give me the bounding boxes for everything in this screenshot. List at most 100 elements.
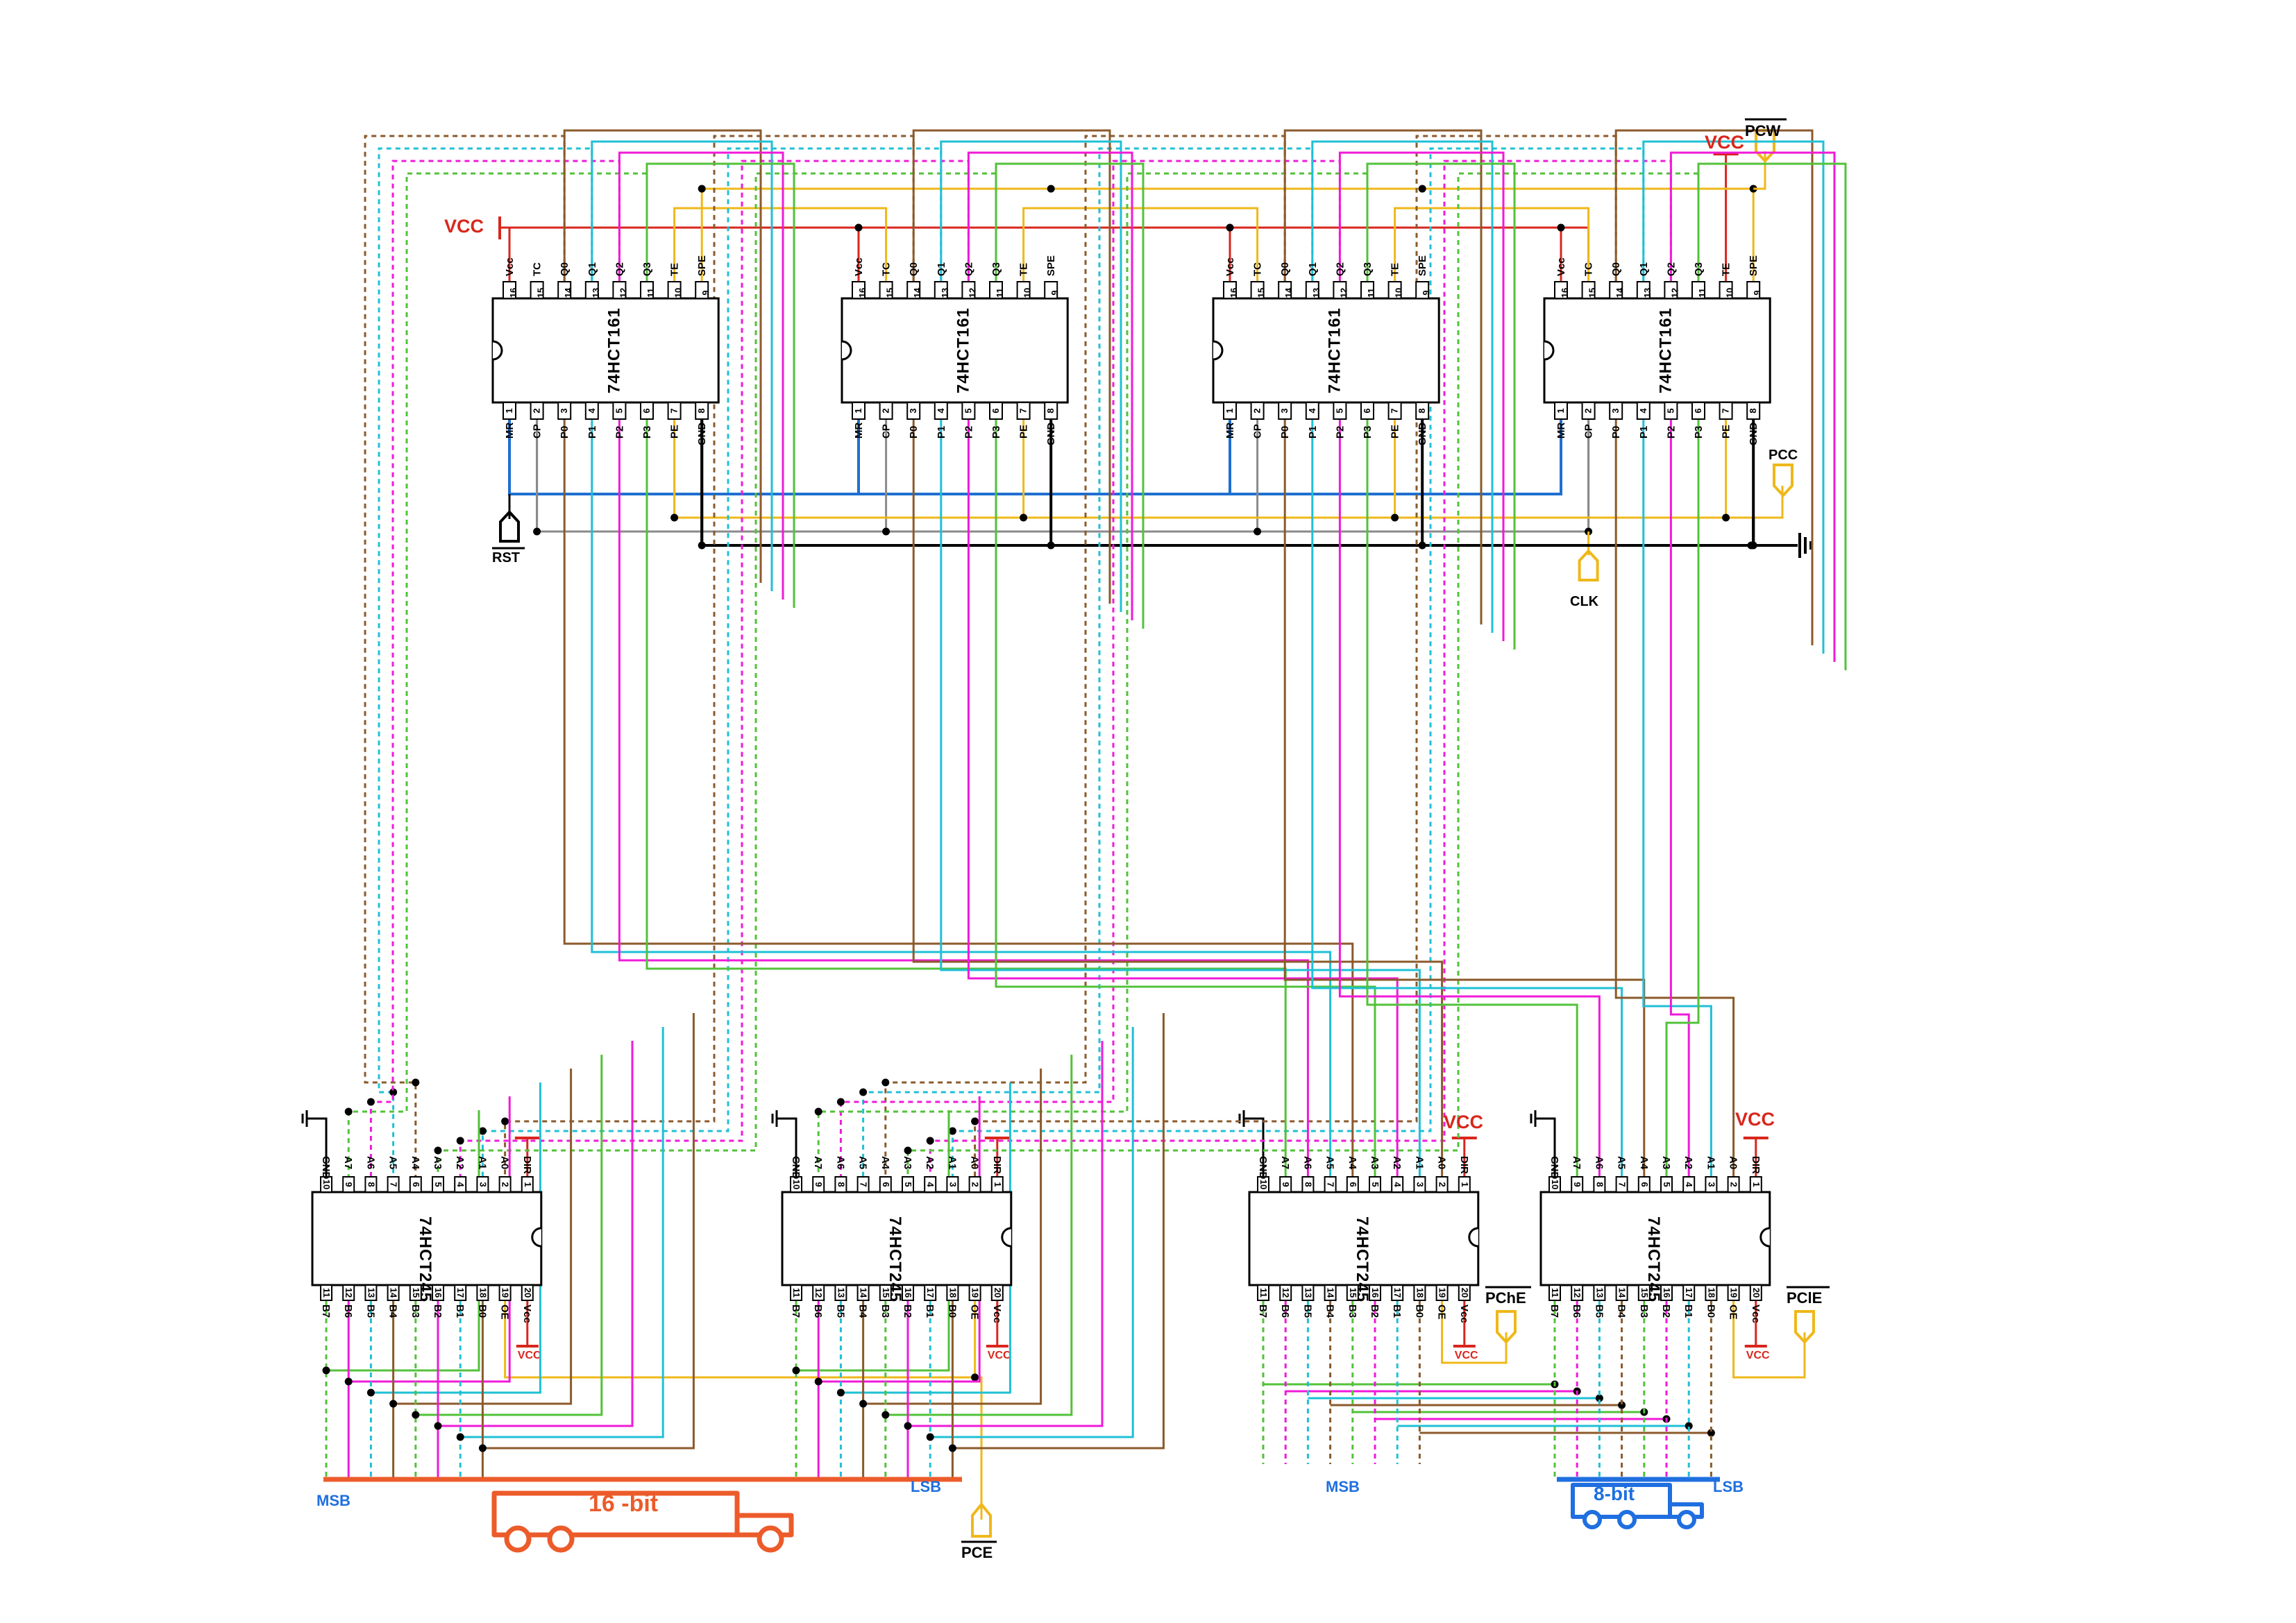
pin-label-b1: B1 (924, 1305, 936, 1318)
pin-4 (1305, 402, 1319, 420)
pin-label-te: TE (1390, 263, 1401, 276)
pin-label-b3: B3 (1638, 1305, 1650, 1318)
pin-15 (1346, 1284, 1359, 1301)
pin-14 (1324, 1284, 1337, 1301)
pin-label-gnd: GND (790, 1156, 802, 1180)
pin-label-vcc: Vcc (1224, 257, 1236, 276)
pin-number: 8 (366, 1182, 376, 1187)
pin-13 (1636, 281, 1651, 299)
pin-13 (1301, 1284, 1315, 1301)
pin-1 (1749, 1176, 1762, 1193)
junction-dot (412, 1411, 420, 1419)
pin-18 (1705, 1284, 1718, 1301)
pin-number: 12 (967, 288, 977, 298)
pin-16 (1369, 1284, 1381, 1301)
pin-label-b4: B4 (1324, 1305, 1336, 1318)
pin-label-b4: B4 (1616, 1305, 1628, 1318)
pin-number: 4 (1638, 408, 1648, 414)
bus8-label: 8-bit (1594, 1483, 1635, 1504)
msb-label-16bit: MSB (316, 1492, 351, 1509)
buffer-notch (1468, 1227, 1478, 1248)
pin-label-a0: A0 (1728, 1156, 1739, 1169)
junction-dot (1047, 185, 1055, 193)
pin-16 (1660, 1284, 1673, 1301)
pin-number: 6 (411, 1182, 421, 1187)
pin-3 (946, 1176, 959, 1193)
pin-number: 15 (1256, 288, 1267, 298)
pin-number: 6 (1362, 408, 1372, 413)
pin-label-vcc: Vcc (1555, 257, 1567, 276)
pin-12 (612, 281, 627, 299)
pin-number: 2 (532, 408, 542, 413)
pin-16 (852, 281, 866, 299)
pin-2 (1435, 1176, 1449, 1193)
pin-2 (968, 1176, 981, 1193)
q-solid-trace (591, 140, 773, 591)
pin-4 (1391, 1176, 1404, 1193)
reset-rail (508, 419, 1562, 495)
pin-number: 8 (1594, 1182, 1605, 1187)
pin-1 (1458, 1176, 1471, 1193)
pin-number: 19 (500, 1288, 511, 1298)
pin-label-b3: B3 (410, 1305, 421, 1318)
pche-connector (1496, 1310, 1517, 1344)
pin-number: 14 (859, 1288, 869, 1298)
pin-number: 7 (1326, 1182, 1336, 1187)
junction-dot (854, 223, 863, 232)
pin-label-a2: A2 (1391, 1156, 1403, 1169)
pin-label-a6: A6 (364, 1156, 376, 1169)
pin-number: 3 (1610, 408, 1621, 413)
junction-dot (792, 1366, 800, 1375)
pin-14 (1615, 1284, 1628, 1301)
bus8-wheel (1617, 1510, 1637, 1529)
q-solid-trace (1669, 151, 1836, 662)
pin-label-b3: B3 (1347, 1305, 1358, 1318)
pin-number: 8 (1303, 1182, 1313, 1187)
pin-number: 11 (645, 288, 656, 298)
bus16-truck (491, 1490, 794, 1538)
pin-7 (387, 1176, 400, 1193)
pin-number: 11 (995, 288, 1005, 298)
pin-label-b6: B6 (1571, 1305, 1582, 1318)
pin-number: 12 (618, 288, 628, 298)
pin-2 (530, 402, 544, 420)
pin-label-p1: P1 (936, 426, 947, 439)
q-solid-trace (1697, 162, 1847, 670)
pche-wire (1441, 1300, 1508, 1364)
pin-number: 1 (1555, 408, 1566, 413)
pin-12 (961, 281, 976, 299)
pin-number: 10 (1394, 288, 1404, 298)
pin-number: 14 (389, 1288, 399, 1298)
pin-1 (1223, 402, 1237, 420)
counter-body (1543, 297, 1771, 404)
p-input-trace (618, 419, 1309, 1177)
buffer-gnd (307, 1117, 328, 1177)
pin-number: 6 (1693, 408, 1703, 413)
pin-6 (1637, 1176, 1651, 1193)
junction-dot (533, 527, 541, 536)
b-feedback (371, 1082, 541, 1394)
pin-label-b1: B1 (1682, 1305, 1694, 1318)
buffer-body (1539, 1191, 1771, 1286)
pin-4 (454, 1176, 467, 1193)
pin-label-a5: A5 (387, 1156, 399, 1169)
pin-label-oe: OE (1436, 1305, 1448, 1320)
pin-3 (1705, 1176, 1718, 1193)
pin-number: 3 (1279, 408, 1290, 413)
pin-number: 10 (321, 1180, 332, 1189)
pin-label-tc: TC (1252, 262, 1264, 276)
pin-13 (584, 281, 599, 299)
pin-11 (1257, 1284, 1269, 1301)
pin-label-mr: MR (1224, 423, 1236, 439)
pin-label-gnd: GND (320, 1156, 332, 1180)
pin-17 (1391, 1284, 1404, 1301)
pin-1 (521, 1176, 534, 1193)
junction-dot (814, 1107, 822, 1116)
pin-11 (1691, 281, 1705, 299)
pin-number: 16 (1229, 288, 1239, 298)
junction-dot (456, 1137, 464, 1145)
pin-number: 5 (1665, 408, 1675, 413)
pin-number: 5 (903, 1182, 913, 1187)
pin-number: 2 (1729, 1182, 1739, 1187)
